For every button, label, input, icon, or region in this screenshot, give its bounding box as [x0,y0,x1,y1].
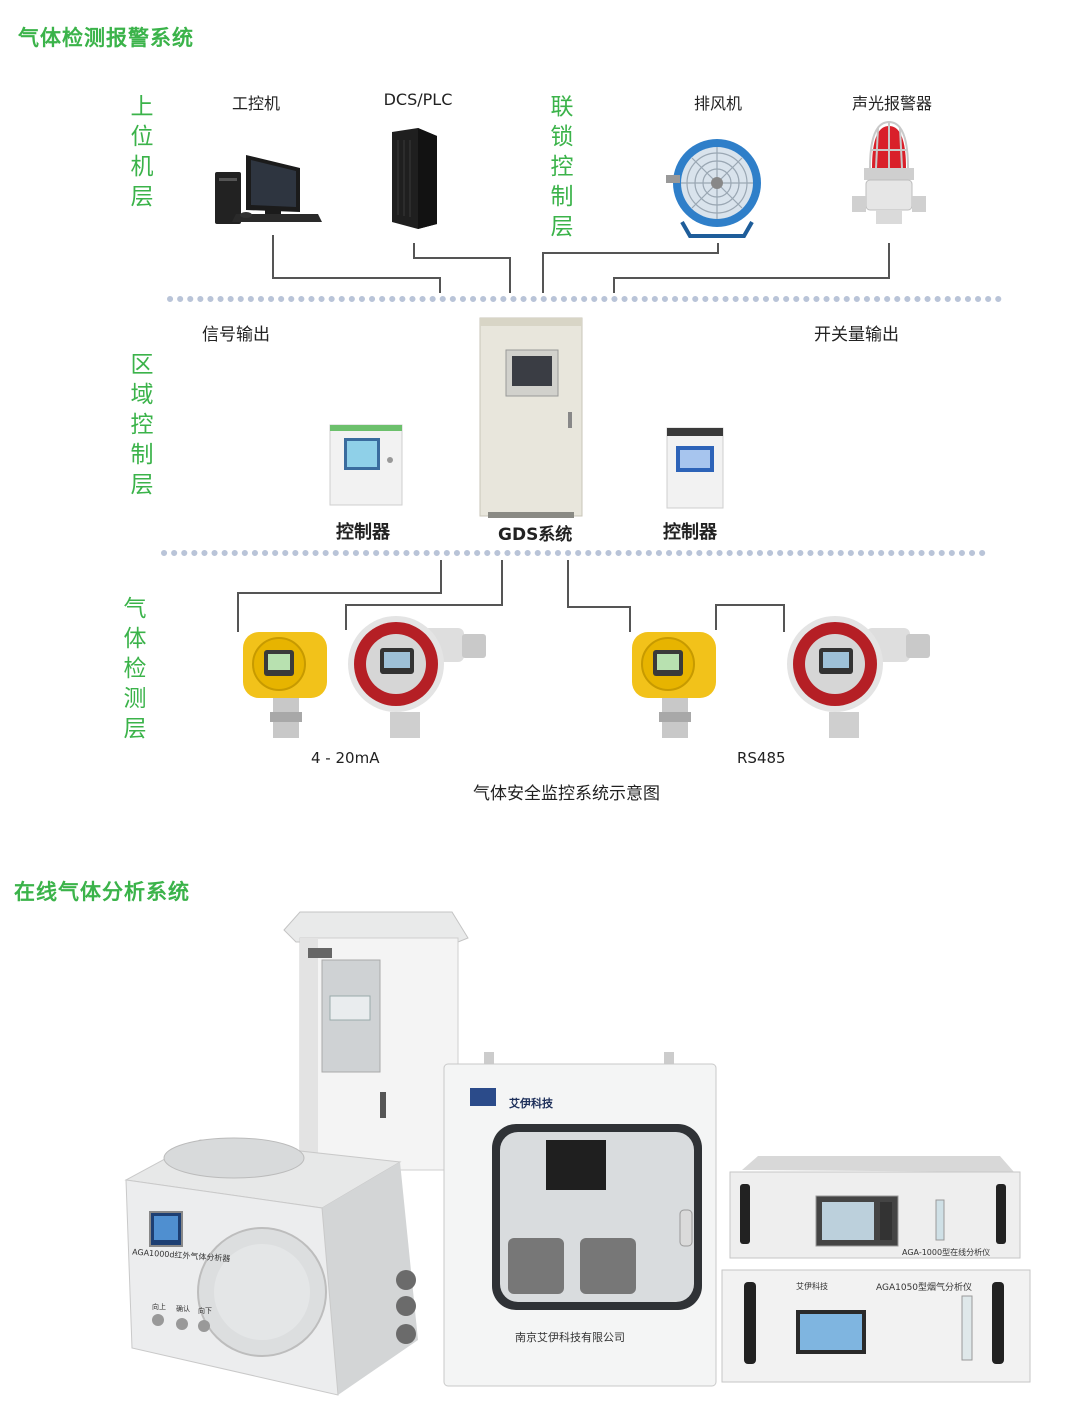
rack-analyzer-aga1050 [721,1269,1031,1383]
layer-label-interlock: 联 锁 控 制 层 [550,94,574,240]
button-up-label: 向上 [152,1303,166,1311]
detector-red-right-icon [787,616,930,738]
detector-yellow-left-icon [243,632,327,738]
alarm-beacon-icon [852,120,926,224]
layer-label-upper: 上 位 机 层 [130,94,154,210]
brand-label-rack: 艾伊科技 [796,1282,828,1291]
switch-output-label: 开关量输出 [814,325,899,345]
button-down-label: 向下 [198,1307,212,1315]
lower-connectors [237,560,785,632]
device-label-exhaust-fan: 排风机 [693,94,742,113]
signal-output-label: 信号输出 [202,325,270,345]
device-label-alarm: 声光报警器 [851,94,932,113]
exhaust-fan-icon [666,139,761,238]
upper-connectors [272,235,890,293]
button-confirm-label: 确认 [176,1305,190,1313]
layer-label-area: 区 域 控 制 层 [130,352,154,498]
aga1050-model-label: AGA1050型烟气分析仪 [876,1283,973,1293]
controller-left-label: 控制器 [336,522,390,543]
gds-system-label: GDS系统 [498,525,573,545]
rack-analyzer-aga1000 [729,1156,1021,1259]
diagram-caption: 气体安全监控系统示意图 [473,784,660,804]
protocol-rs485-label: RS485 [737,749,786,767]
device-label-dcs-plc: DCS/PLC [383,90,453,109]
detector-red-left-icon [348,616,486,738]
protocol-4-20ma-label: 4 - 20mA [311,749,380,767]
server-cabinet-icon [392,128,437,229]
detector-yellow-right-icon [632,632,716,738]
device-label-ipc: 工控机 [231,94,280,113]
brand-label-wall: 艾伊科技 [509,1097,553,1110]
wall-mounted-analyzer [443,1052,717,1387]
explosion-proof-analyzer [124,1137,418,1396]
system-diagram [161,120,1003,738]
gds-cabinet-icon [479,317,583,518]
controller-right-label: 控制器 [663,522,717,543]
tall-analyzer-cabinet [283,911,469,1171]
layer-label-detection: 气 体 检 测 层 [123,596,147,742]
section-title-gas-detection: 气体检测报警系统 [18,26,194,50]
computer-icon [215,155,322,224]
controller-left-icon [329,424,403,506]
aga1000-model-label: AGA-1000型在线分析仪 [902,1248,991,1257]
section-title-online-analysis: 在线气体分析系统 [14,880,190,904]
company-name-label: 南京艾伊科技有限公司 [515,1331,625,1344]
controller-right-icon [666,427,724,509]
